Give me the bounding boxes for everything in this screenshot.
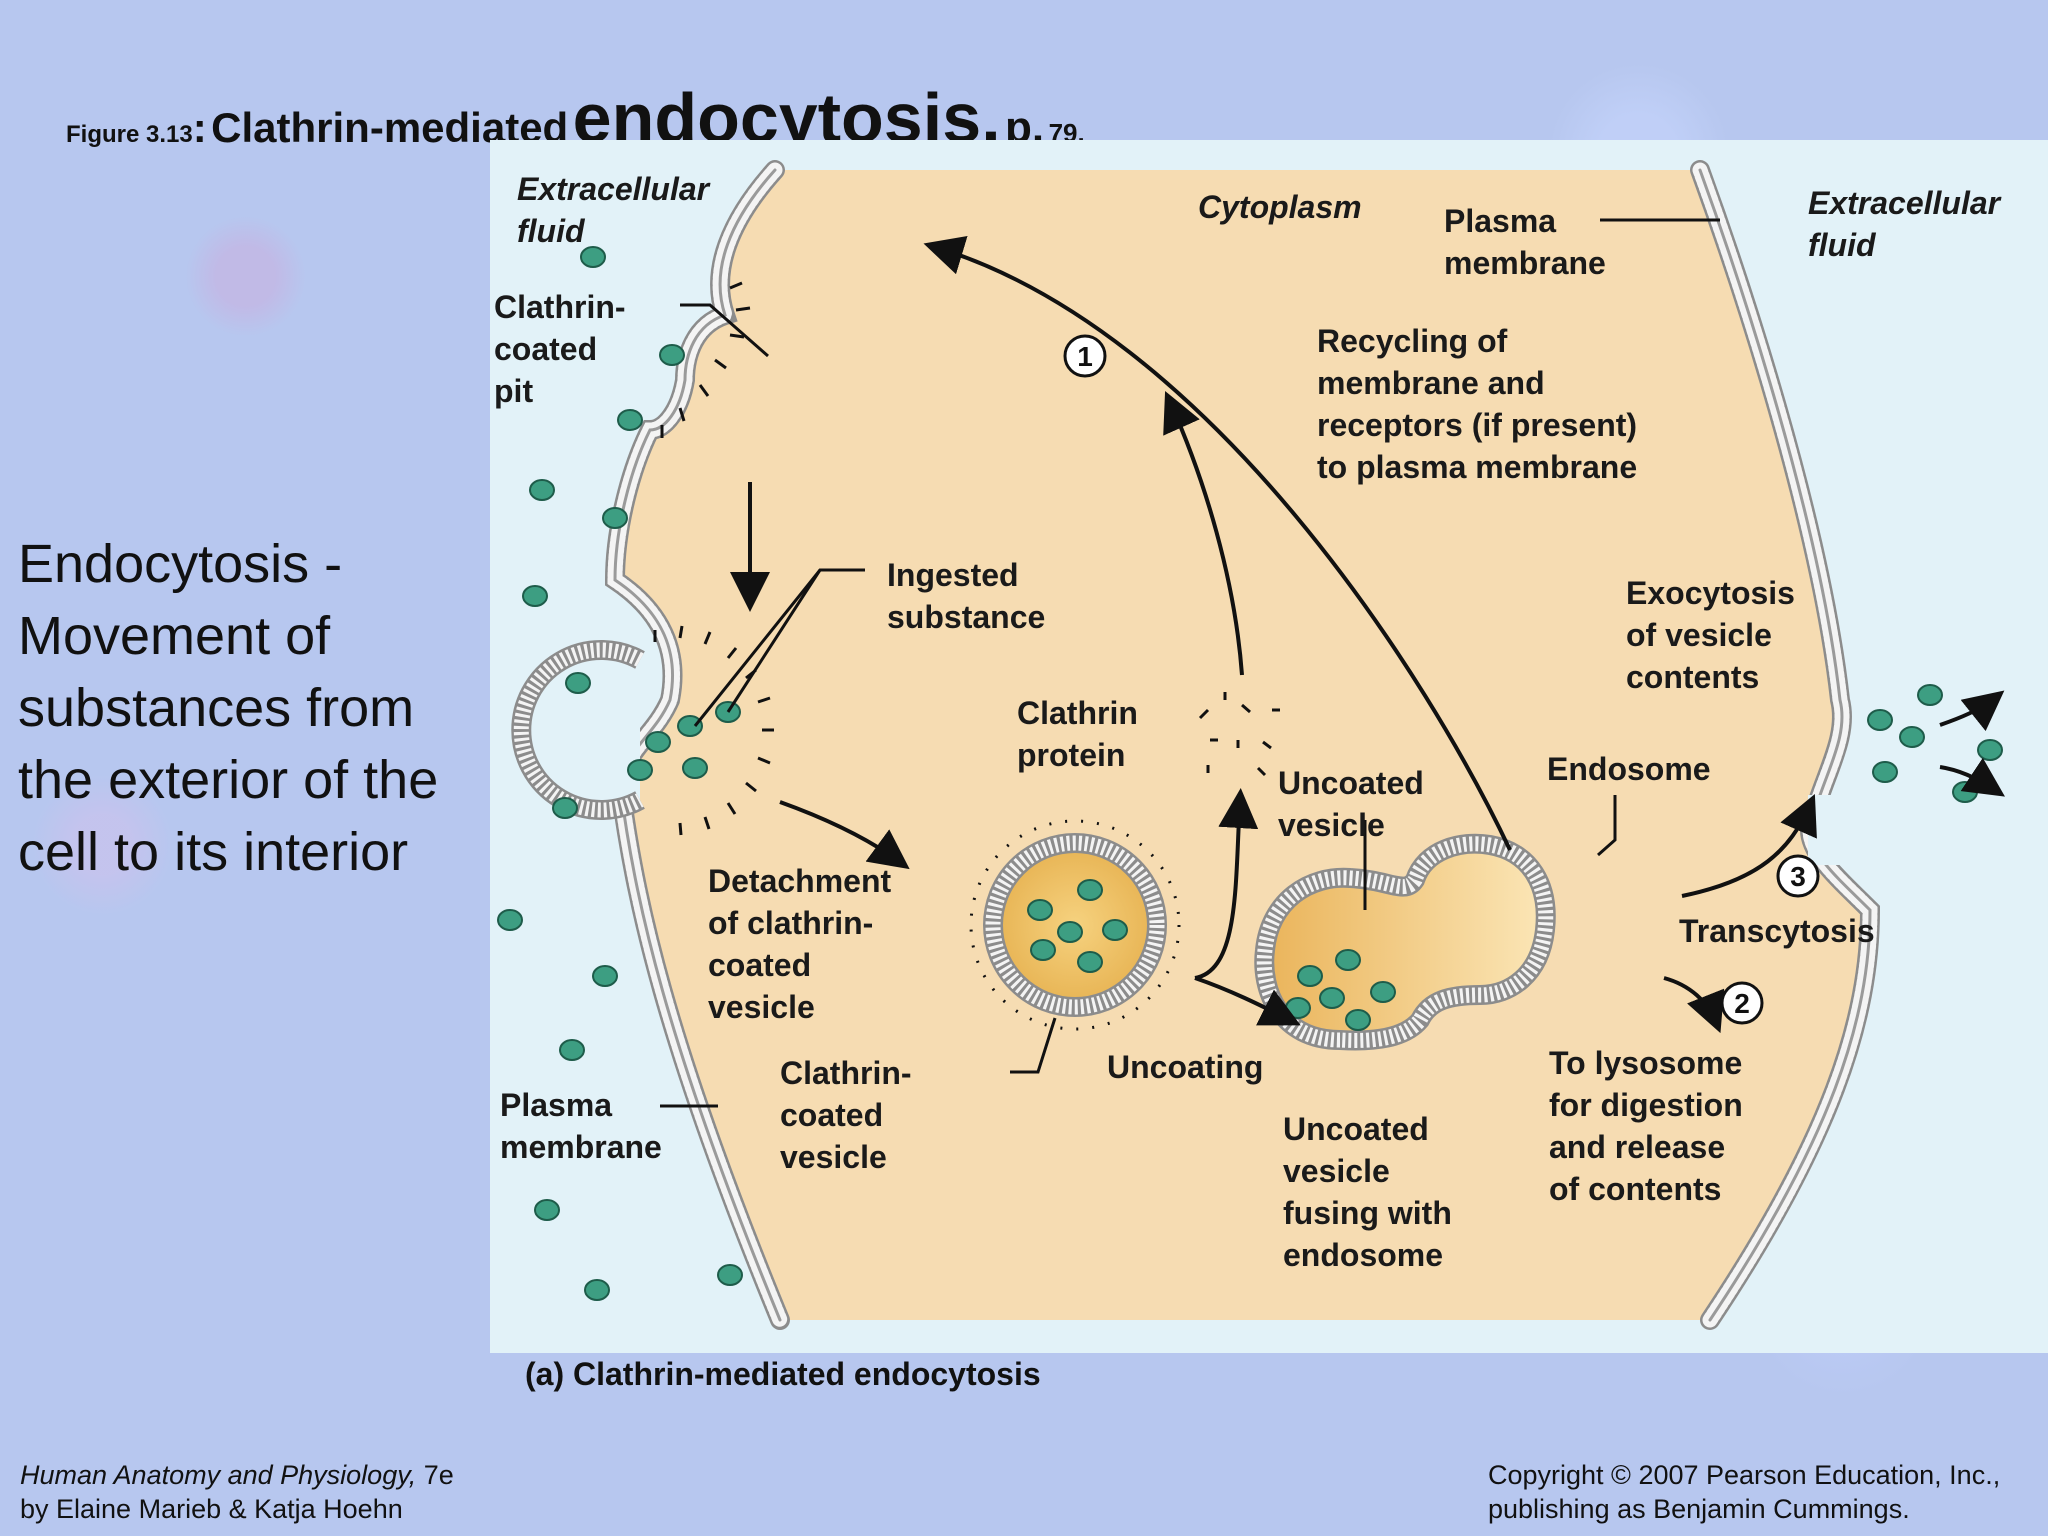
footer-book-credit: Human Anatomy and Physiology, 7e by Elai… xyxy=(20,1458,454,1526)
label-endosome: Endosome xyxy=(1547,751,1711,787)
step-3-number: 3 xyxy=(1790,861,1806,892)
step-circles xyxy=(1063,334,1820,1025)
leader-lines xyxy=(660,218,1720,1108)
label-uncoated-fusing: Uncoated vesicle fusing with endosome xyxy=(1283,1111,1452,1273)
book-title: Human Anatomy and Physiology, xyxy=(20,1460,417,1490)
label-cytoplasm: Cytoplasm xyxy=(1198,189,1362,225)
label-recycling: Recycling of membrane and receptors (if … xyxy=(1317,323,1638,485)
book-authors: by Elaine Marieb & Katja Hoehn xyxy=(20,1494,403,1524)
step-1-number: 1 xyxy=(1077,341,1093,372)
label-detachment: Detachment of clathrin- coated vesicle xyxy=(708,863,892,1025)
label-extracellular-right: Extracellular fluid xyxy=(1808,185,2001,263)
book-edition: 7e xyxy=(416,1460,454,1490)
label-uncoated-vesicle: Uncoated vesicle xyxy=(1278,765,1424,843)
cytoplasm-region xyxy=(615,170,1870,1320)
title-colon: : xyxy=(192,104,207,151)
endocytosis-diagram: 1 2 3 Extracellular fluid Cytoplasm Plas… xyxy=(490,140,2048,1353)
figure-label: Figure 3.13 xyxy=(66,121,193,148)
copyright-line-1: Copyright © 2007 Pearson Education, Inc.… xyxy=(1488,1460,2001,1490)
label-clathrin-coated-pit: Clathrin- coated pit xyxy=(494,289,626,409)
label-to-lysosome: To lysosome for digestion and release of… xyxy=(1549,1045,1743,1207)
clathrin-protein-fragments xyxy=(1198,692,1280,777)
label-uncoating: Uncoating xyxy=(1107,1049,1264,1085)
label-clathrin-coated-vesicle: Clathrin- coated vesicle xyxy=(780,1055,912,1175)
label-extracellular-left: Extracellular fluid xyxy=(517,171,710,249)
label-exocytosis: Exocytosis of vesicle contents xyxy=(1626,575,1795,695)
budding-pit xyxy=(511,625,774,836)
figure-caption: (a) Clathrin-mediated endocytosis xyxy=(525,1356,1041,1392)
process-arrows xyxy=(730,235,2005,1034)
label-plasma-membrane-top: Plasma membrane xyxy=(1444,203,1606,281)
clathrin-coat-pit xyxy=(660,281,751,438)
copyright-line-2: publishing as Benjamin Cummings. xyxy=(1488,1494,1910,1524)
particles xyxy=(497,246,2003,1301)
side-description: Endocytosis - Movement of substances fro… xyxy=(18,534,439,882)
label-clathrin-protein: Clathrin protein xyxy=(1017,695,1138,773)
label-transcytosis: Transcytosis xyxy=(1679,913,1875,949)
label-ingested-substance: Ingested substance xyxy=(887,557,1046,635)
footer-copyright: Copyright © 2007 Pearson Education, Inc.… xyxy=(1488,1458,2000,1526)
plasma-membrane-left xyxy=(604,160,790,1330)
step-2-number: 2 xyxy=(1734,988,1750,1019)
exocytosis-gap xyxy=(1808,795,1863,865)
diagram-graphic: 1 2 3 xyxy=(490,140,2048,1353)
label-plasma-membrane-bottom: Plasma membrane xyxy=(500,1087,662,1165)
